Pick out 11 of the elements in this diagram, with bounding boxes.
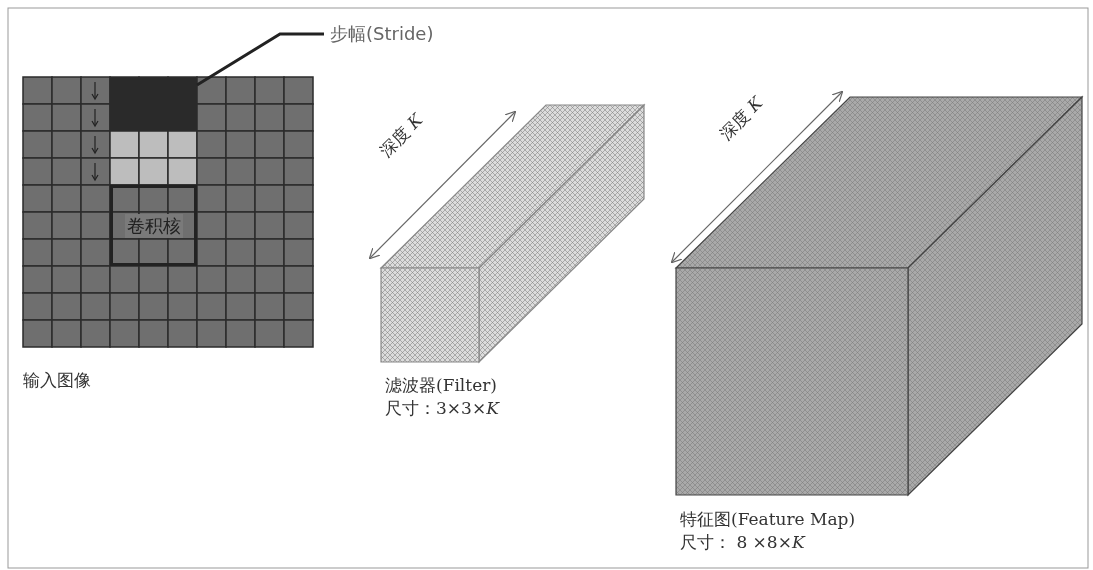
node-label: 输入图像: [23, 369, 91, 391]
depth-label: 深度 K: [714, 91, 768, 146]
depth-label: 深度 K: [374, 108, 428, 163]
size-label: 尺寸： 8 ×8×K: [680, 531, 805, 553]
leader-line: [196, 32, 324, 87]
node-label: 特征图(Feature Map): [680, 508, 856, 530]
stride-window: [110, 77, 197, 131]
size-label: 尺寸：3×3×K: [385, 397, 499, 419]
node-label: 滤波器(Filter): [385, 374, 497, 396]
stride-label: 步幅(Stride): [330, 22, 434, 46]
kernel-box: [110, 185, 197, 266]
